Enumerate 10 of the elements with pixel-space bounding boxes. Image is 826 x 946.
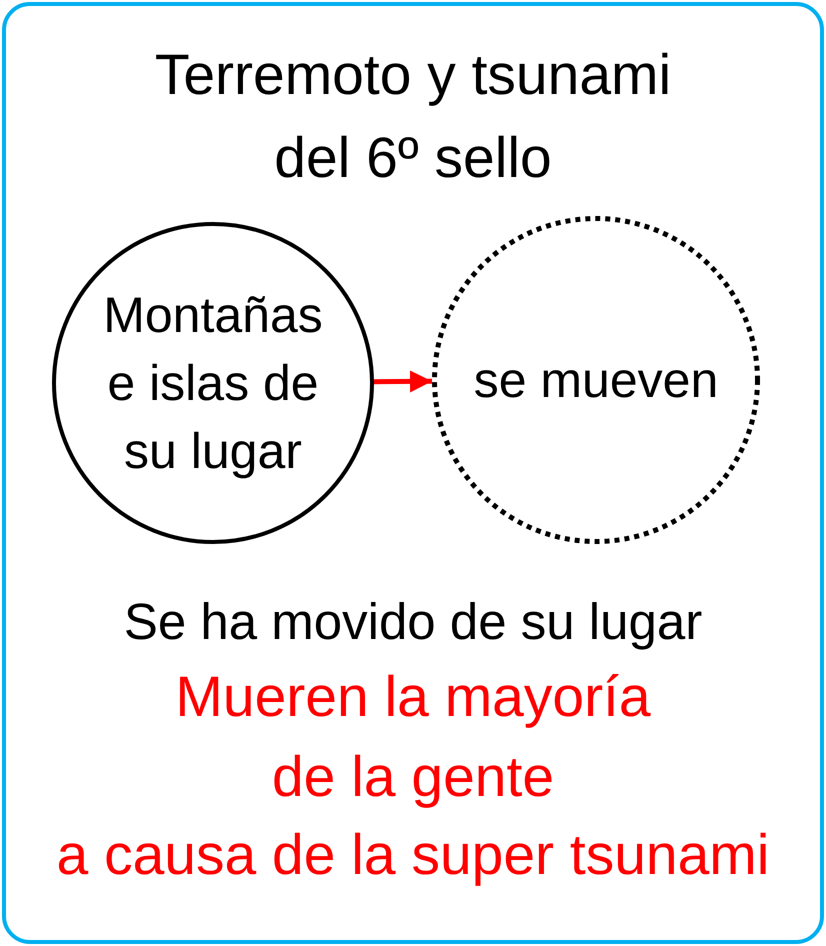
warning-text: a causa de la super tsunami xyxy=(56,822,770,889)
warning-text: de la gente xyxy=(272,744,554,811)
note-text: Se ha movido de su lugar xyxy=(124,592,702,652)
circle-node xyxy=(432,216,760,544)
arrow xyxy=(374,370,432,392)
node-text: Montañas e islas de su lugar xyxy=(102,286,324,481)
node-text: se mueven xyxy=(472,351,720,410)
warning-text: Mueren la mayoría xyxy=(175,664,651,731)
circle-node xyxy=(52,222,374,544)
title: Terremoto y tsunami del 6º sello xyxy=(154,42,672,192)
